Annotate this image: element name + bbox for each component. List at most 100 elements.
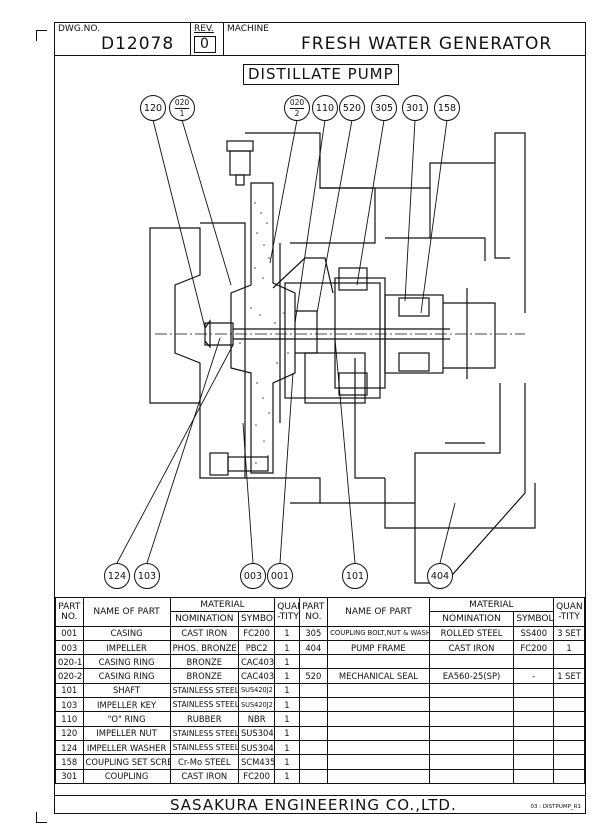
right-symbol-cell bbox=[513, 739, 555, 756]
right-symbol-cell bbox=[513, 725, 555, 741]
company-name: SASAKURA ENGINEERING CO.,LTD. bbox=[170, 796, 457, 814]
left-nomination-cell: STAINLESS STEEL bbox=[169, 697, 239, 713]
right-nomination-cell bbox=[428, 654, 515, 670]
left-symbol-cell: FC200 bbox=[237, 625, 276, 641]
title-block-header: DWG.NO. D12078 REV. 0 MACHINE FRESH WATE… bbox=[55, 23, 585, 56]
left-part-no-cell: 110 bbox=[55, 711, 84, 727]
left-nomination-cell: RUBBER bbox=[169, 711, 239, 727]
corner-mark-bottom-left bbox=[36, 812, 47, 823]
rev-label: REV. bbox=[194, 24, 214, 34]
right-symbol-cell bbox=[513, 768, 555, 784]
right-nomination-cell bbox=[428, 682, 515, 699]
right-nomination-cell bbox=[428, 725, 515, 741]
right-symbol-cell: - bbox=[513, 668, 555, 684]
pump-cross-section-drawing bbox=[116, 119, 536, 584]
left-part-no-cell: 020-1 bbox=[55, 654, 84, 670]
right-part-no-cell: 305 bbox=[298, 625, 329, 641]
callout-003: 003 bbox=[240, 563, 266, 589]
right-symbol-cell bbox=[513, 697, 555, 713]
dwg-number: D12078 bbox=[101, 34, 175, 54]
right-part-name-cell bbox=[327, 711, 430, 727]
right-nomination-cell bbox=[428, 754, 515, 770]
right-part-no-cell bbox=[298, 768, 329, 784]
right-nomination-cell bbox=[428, 739, 515, 756]
right-part-name-cell bbox=[327, 768, 430, 784]
right-nomination-cell: ROLLED STEEL bbox=[428, 625, 515, 641]
machine-label: MACHINE bbox=[227, 24, 269, 34]
left-symbol-cell: NBR bbox=[237, 711, 276, 727]
left-nomination-cell: CAST IRON bbox=[169, 625, 239, 641]
left-quantity-cell: 1 bbox=[274, 768, 300, 784]
right-part-no-cell bbox=[298, 711, 329, 727]
left-nomination-cell: BRONZE bbox=[169, 668, 239, 684]
right-part-no-cell bbox=[298, 682, 329, 699]
left-nomination-cell: Cr-Mo STEEL bbox=[169, 754, 239, 770]
col-quantity-right: QUAN-TITY bbox=[553, 597, 585, 627]
right-quantity-cell: 1 bbox=[553, 639, 585, 656]
left-nomination-cell: BRONZE bbox=[169, 654, 239, 670]
callout-110: 110 bbox=[312, 95, 338, 121]
left-part-no-cell: 101 bbox=[55, 682, 84, 699]
right-quantity-cell bbox=[553, 768, 585, 784]
col-nomination-right: NOMINATION bbox=[428, 611, 515, 627]
left-symbol-cell: CAC403 bbox=[237, 668, 276, 684]
left-part-no-cell: 001 bbox=[55, 625, 84, 641]
left-symbol-cell: SUS304 bbox=[237, 725, 276, 741]
right-part-name-cell bbox=[327, 739, 430, 756]
right-quantity-cell bbox=[553, 725, 585, 741]
right-part-name-cell bbox=[327, 682, 430, 699]
left-nomination-cell: STAINLESS STEEL bbox=[169, 682, 239, 699]
left-quantity-cell: 1 bbox=[274, 739, 300, 756]
left-quantity-cell: 1 bbox=[274, 697, 300, 713]
right-part-name-cell bbox=[327, 754, 430, 770]
left-quantity-cell: 1 bbox=[274, 711, 300, 727]
machine-name: FRESH WATER GENERATOR bbox=[301, 34, 553, 54]
right-part-no-cell bbox=[298, 697, 329, 713]
left-part-name-cell: CASING bbox=[82, 625, 171, 641]
left-part-name-cell: "O" RING bbox=[82, 711, 171, 727]
left-part-no-cell: 120 bbox=[55, 725, 84, 741]
right-symbol-cell bbox=[513, 654, 555, 670]
right-symbol-cell: SS400 bbox=[513, 625, 555, 641]
left-nomination-cell: PHOS. BRONZE bbox=[169, 639, 239, 656]
col-name: NAME OF PART bbox=[82, 597, 171, 627]
right-part-no-cell bbox=[298, 725, 329, 741]
callout-301: 301 bbox=[402, 95, 428, 121]
callout-124: 124 bbox=[104, 563, 130, 589]
left-symbol-cell: CAC403 bbox=[237, 654, 276, 670]
right-part-name-cell: PUMP FRAME bbox=[327, 639, 430, 656]
right-part-no-cell: 404 bbox=[298, 639, 329, 656]
right-part-no-cell bbox=[298, 739, 329, 756]
left-quantity-cell: 1 bbox=[274, 639, 300, 656]
callout-305: 305 bbox=[371, 95, 397, 121]
right-part-no-cell bbox=[298, 754, 329, 770]
col-symbol: SYMBOL bbox=[237, 611, 276, 627]
left-part-name-cell: IMPELLER NUT bbox=[82, 725, 171, 741]
table-header-row-2: NOMINATION SYMBOL NOMINATION SYMBOL bbox=[56, 611, 585, 627]
left-quantity-cell: 1 bbox=[274, 725, 300, 741]
footer-block: SASAKURA ENGINEERING CO.,LTD. 03 : DISTP… bbox=[55, 795, 585, 814]
rev-value-box bbox=[194, 36, 216, 53]
left-part-no-cell: 020-2 bbox=[55, 668, 84, 684]
left-symbol-cell: SUS420J2 bbox=[237, 697, 276, 713]
right-part-name-cell: COUPLING BOLT,NUT & WASHER bbox=[327, 625, 430, 641]
left-part-name-cell: IMPELLER WASHER bbox=[82, 739, 171, 756]
right-symbol-cell bbox=[513, 682, 555, 699]
right-nomination-cell: CAST IRON bbox=[428, 639, 515, 656]
callout-120: 120 bbox=[140, 95, 166, 121]
callout-103: 103 bbox=[134, 563, 160, 589]
right-nomination-cell bbox=[428, 697, 515, 713]
left-part-no-cell: 003 bbox=[55, 639, 84, 656]
left-quantity-cell: 1 bbox=[274, 654, 300, 670]
right-part-name-cell bbox=[327, 725, 430, 741]
right-part-no-cell: 520 bbox=[298, 668, 329, 684]
left-quantity-cell: 1 bbox=[274, 625, 300, 641]
right-quantity-cell bbox=[553, 654, 585, 670]
